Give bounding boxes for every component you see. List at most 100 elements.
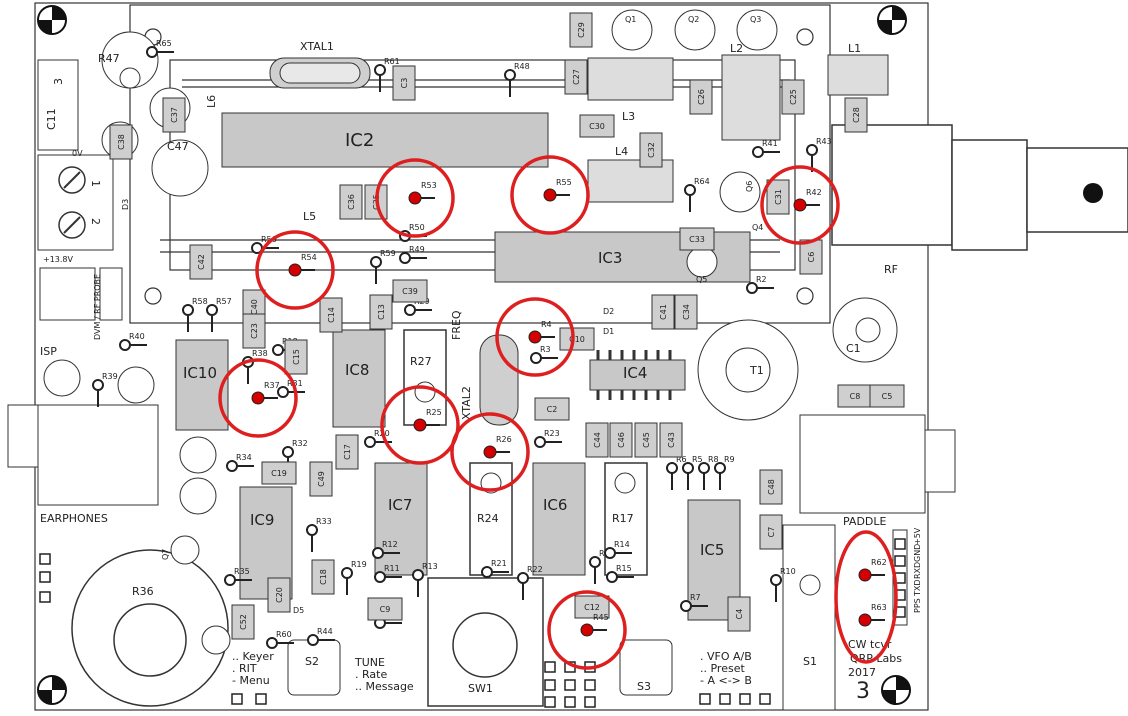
r50-part: R50 (399, 223, 427, 242)
test-pad (255, 693, 267, 705)
c4-label: C4 (735, 609, 744, 620)
r14-part: R14 (604, 540, 632, 559)
l3-label: L3 (622, 110, 635, 123)
test-pad (544, 696, 556, 708)
paddle-pin-1: GND (913, 544, 922, 562)
r60-part: R60 (266, 630, 294, 649)
board-version: 3 (856, 679, 870, 704)
r57-part: R57 (206, 297, 232, 332)
r48-label: R48 (514, 62, 530, 71)
c47-label: C47 (167, 140, 189, 153)
c31-part: C31 (766, 179, 790, 215)
r8-part: R8 (698, 455, 719, 490)
c17-part: C17 (335, 434, 359, 470)
r12-part: R12 (372, 540, 400, 559)
r4-label: R4 (541, 320, 552, 329)
isp-label: ISP (40, 345, 57, 358)
c39-label: C39 (402, 287, 418, 296)
legend-s2-line-1: . RIT (232, 662, 257, 675)
c45-label: C45 (642, 432, 651, 448)
c25-part: C25 (781, 79, 805, 115)
board-name: CW tcvr (848, 638, 892, 651)
r4-pad (528, 330, 542, 344)
dvm-rf-probe-header (39, 267, 123, 321)
r19-part: R19 (341, 560, 367, 595)
test-pad (739, 693, 751, 705)
r10-part: R10 (770, 567, 796, 602)
r27-trimmer (403, 329, 447, 426)
board-year: 2017 (848, 666, 876, 679)
c6-label: C6 (807, 252, 816, 263)
test-pad (584, 679, 596, 691)
c13-label: C13 (377, 304, 386, 320)
r25-pad (413, 418, 427, 432)
c23-part: C23 (242, 313, 266, 349)
r58-part: R58 (182, 297, 208, 332)
c1-label: C1 (846, 342, 861, 355)
r48-part: R48 (504, 62, 530, 97)
r11-part: R11 (374, 564, 402, 583)
r19-label: R19 (351, 560, 367, 569)
highlight-r62: R62 (834, 530, 898, 664)
r47-pin-3: 3 (52, 78, 65, 85)
r55-label: R55 (556, 178, 572, 187)
ic2-label: IC2 (345, 130, 374, 151)
c5-label: C5 (882, 392, 893, 401)
r37-label: R37 (264, 381, 280, 390)
r53-pad (408, 191, 422, 205)
s1-switch (782, 524, 836, 711)
c29-label: C29 (577, 22, 586, 38)
r2-part: R2 (746, 275, 774, 294)
r33-label: R33 (316, 517, 332, 526)
r63-pad (858, 613, 872, 627)
r27-label: R27 (410, 355, 432, 368)
r4-ring (495, 297, 575, 377)
paddle-highlight-ring (834, 530, 898, 664)
c37-label: C37 (170, 107, 179, 123)
r9-label: R9 (724, 455, 735, 464)
r15-part: R15 (606, 564, 634, 583)
c30-label: C30 (589, 122, 605, 131)
c43-part: C43 (659, 422, 683, 458)
c31-label: C31 (774, 189, 783, 205)
paddle-jack (799, 414, 926, 514)
test-pad (699, 693, 711, 705)
shield-area (129, 4, 831, 324)
r26-pad (483, 445, 497, 459)
sw1-legend: TUNE. Rate.. Message (354, 656, 414, 693)
s3-legend: . VFO A/B.. Preset- A <-> B (700, 650, 752, 687)
c2-label: C2 (547, 405, 558, 414)
r22-label: R22 (527, 565, 543, 574)
board-outline (34, 2, 929, 711)
l6-label: L6 (205, 95, 218, 108)
c10-part: C10 (559, 327, 595, 351)
r39-label: R39 (102, 372, 118, 381)
test-pad (39, 591, 51, 603)
q6-label: Q6 (745, 181, 754, 192)
highlight-r45: R45 (547, 590, 627, 670)
c43-label: C43 (667, 432, 676, 448)
c9-label: C9 (380, 605, 391, 614)
ic6-label: IC6 (543, 496, 567, 514)
c18-part: C18 (311, 559, 335, 595)
c30-part: C30 (579, 114, 615, 138)
c49-label: C49 (317, 471, 326, 487)
r3-label: R3 (540, 345, 551, 354)
test-pad (584, 696, 596, 708)
d2-label: D2 (603, 307, 614, 316)
highlight-r55: R55 (510, 155, 590, 235)
s3-button (619, 639, 673, 696)
r45-pad (580, 623, 594, 637)
r32-label: R32 (292, 439, 308, 448)
freq-label: FREQ (450, 310, 463, 340)
r26-ring (450, 412, 530, 492)
ic4-chip (589, 359, 686, 391)
c33-part: C33 (679, 227, 715, 251)
r37-pad (251, 391, 265, 405)
s2-legend: .. Keyer. RIT- Menu (232, 650, 274, 687)
r34-label: R34 (236, 453, 252, 462)
r63-label: R63 (871, 603, 887, 612)
r57-label: R57 (216, 297, 232, 306)
r11-label: R11 (384, 564, 400, 573)
